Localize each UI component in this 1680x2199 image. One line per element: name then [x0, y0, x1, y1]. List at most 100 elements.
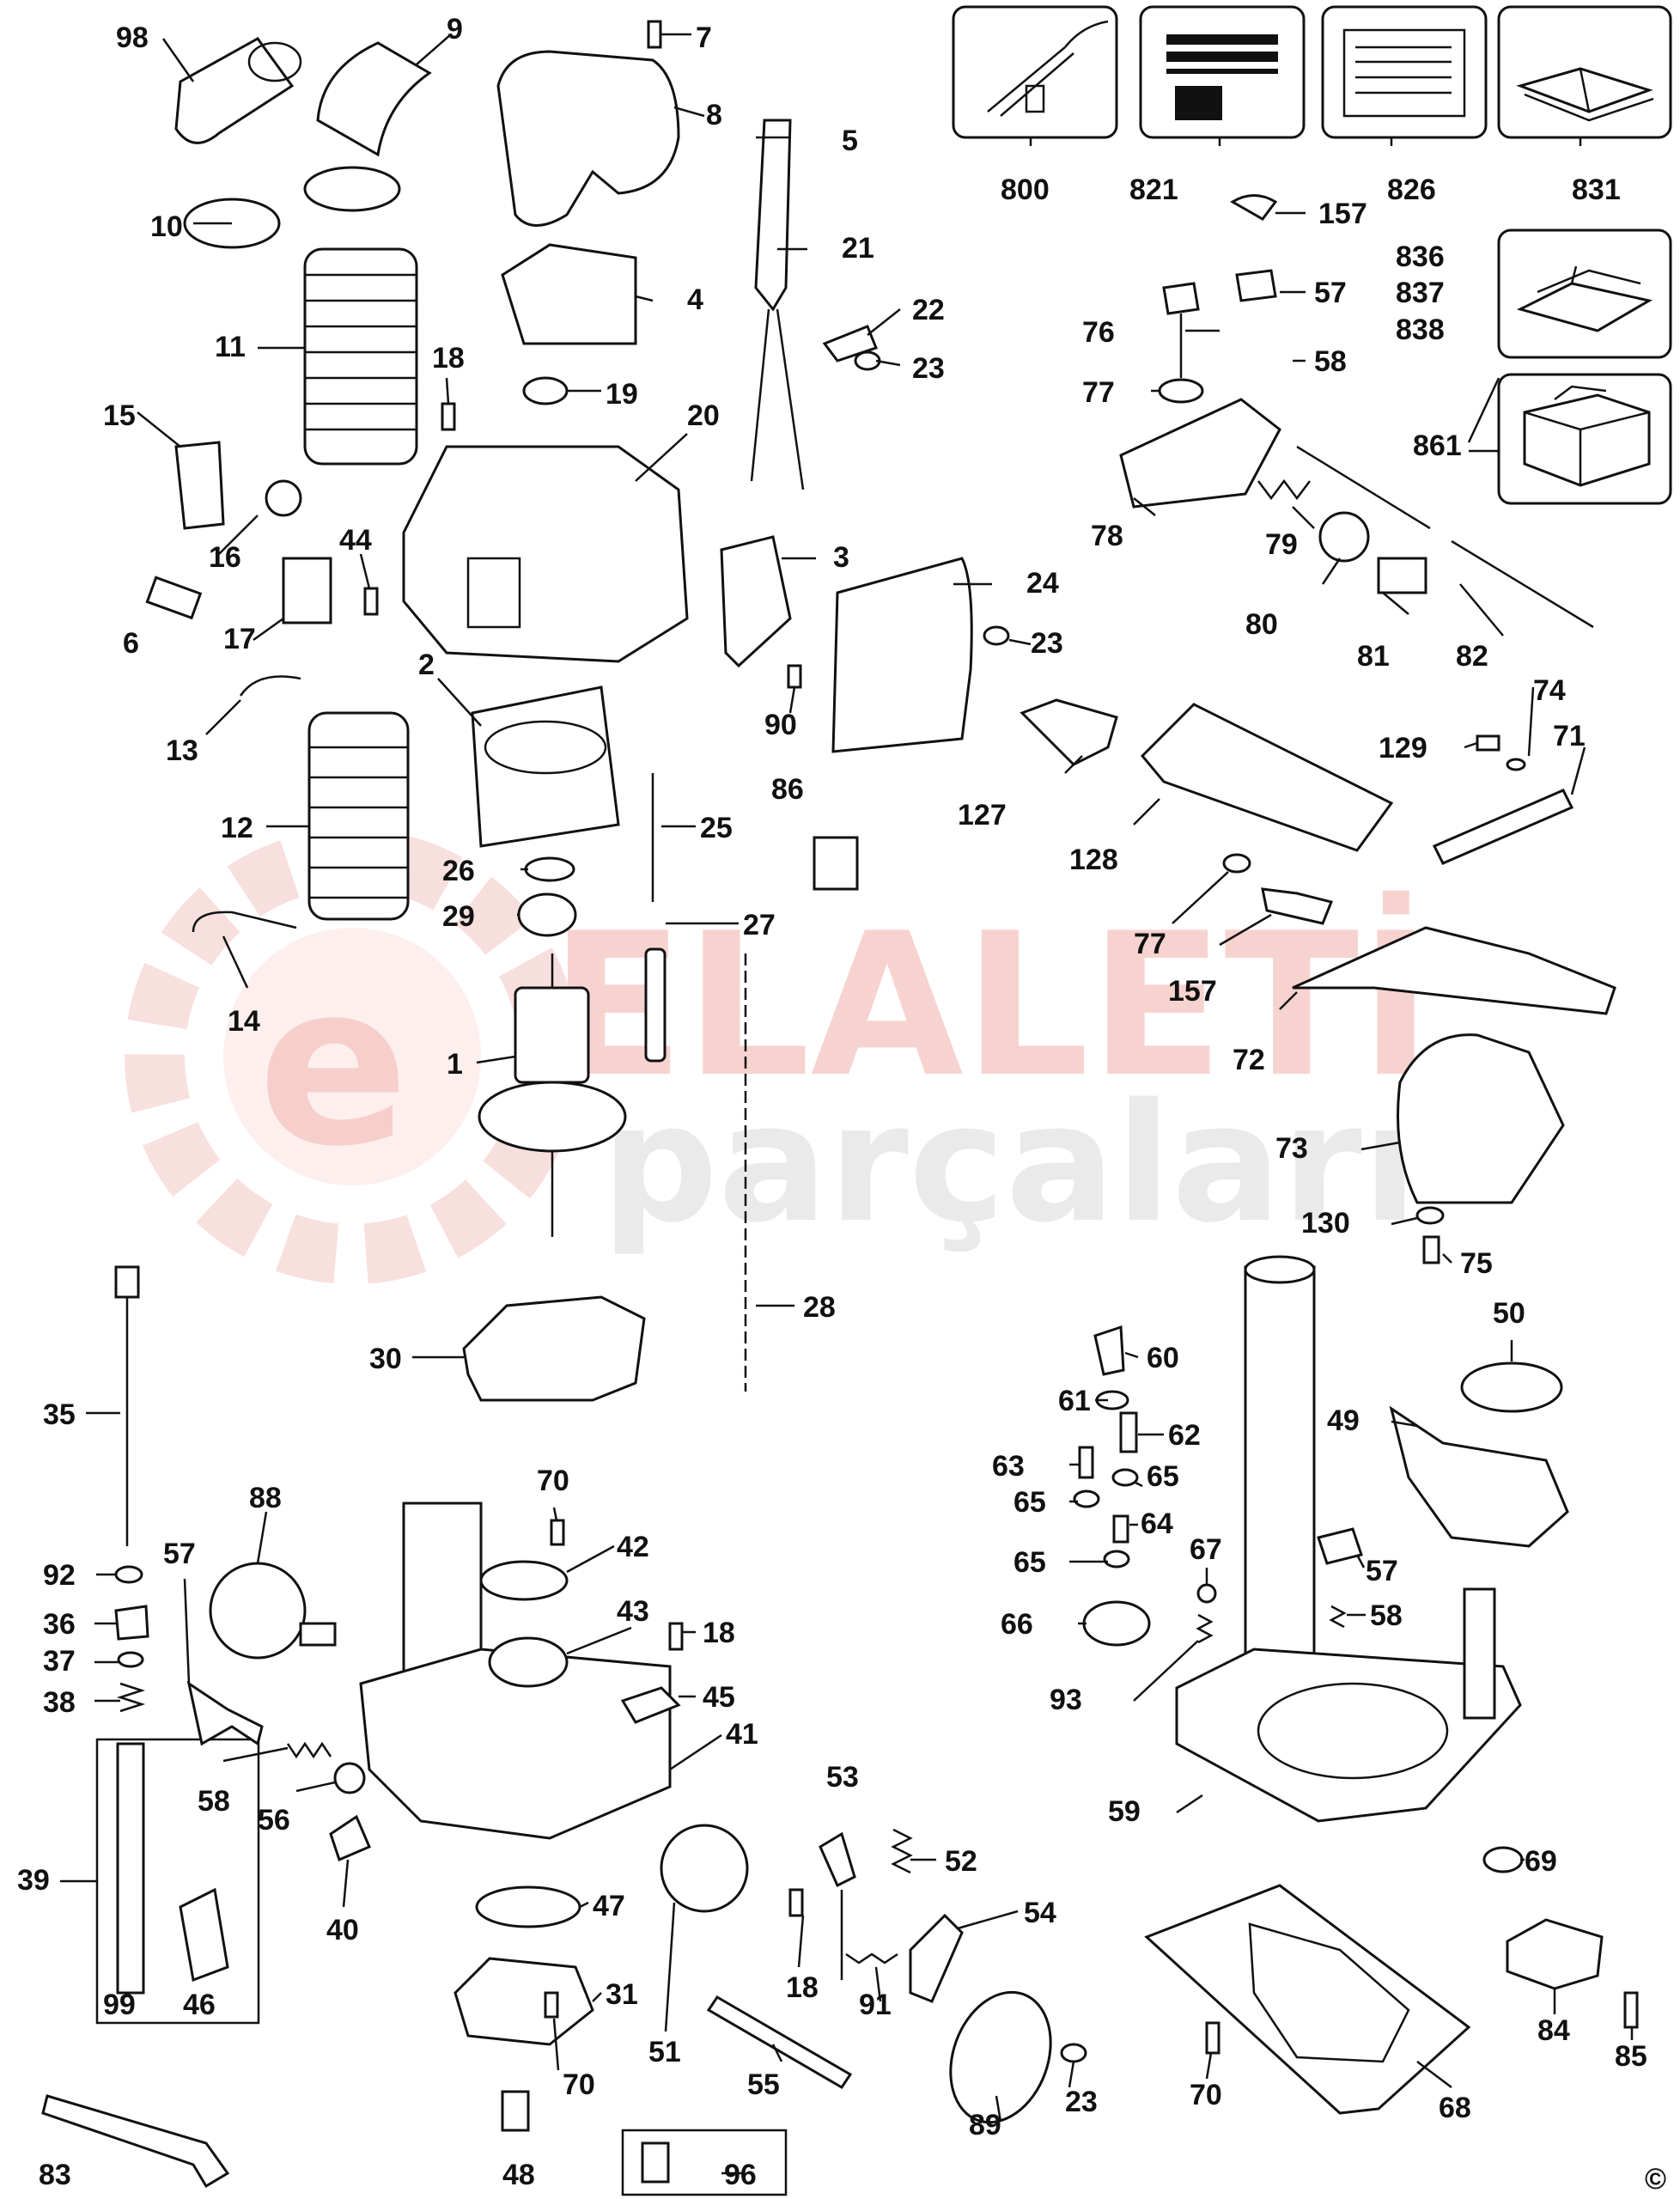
label-70c: 70	[1190, 2079, 1222, 2111]
label-39: 39	[17, 1864, 50, 1897]
label-57c: 57	[1366, 1555, 1398, 1587]
label-800: 800	[1001, 174, 1050, 206]
label-63: 63	[992, 1450, 1025, 1483]
label-25: 25	[700, 812, 733, 844]
box-96	[621, 2129, 788, 2196]
label-55: 55	[747, 2068, 780, 2101]
label-74: 74	[1533, 674, 1566, 707]
label-56: 56	[258, 1804, 290, 1837]
label-48: 48	[502, 2159, 535, 2191]
label-66: 66	[1001, 1608, 1033, 1641]
label-17: 17	[223, 623, 256, 655]
label-836: 836	[1396, 241, 1445, 273]
label-70b: 70	[563, 2068, 595, 2101]
label-28: 28	[803, 1291, 836, 1324]
label-98: 98	[116, 21, 149, 54]
label-57b: 57	[1314, 277, 1347, 309]
label-89: 89	[969, 2109, 1001, 2141]
label-41: 41	[726, 1718, 758, 1751]
label-58c: 58	[1370, 1599, 1403, 1632]
label-77a: 77	[1082, 376, 1115, 409]
label-51: 51	[648, 2036, 681, 2068]
label-26: 26	[442, 855, 475, 887]
label-37: 37	[43, 1645, 76, 1678]
label-79: 79	[1265, 528, 1298, 561]
label-85: 85	[1615, 2040, 1647, 2073]
label-88: 88	[249, 1482, 282, 1514]
label-19: 19	[606, 378, 638, 411]
label-42: 42	[617, 1531, 649, 1563]
label-58a: 58	[198, 1785, 230, 1818]
box-826	[1321, 5, 1488, 139]
watermark: e ELALETİ parçaları	[125, 829, 1433, 1284]
watermark-subtitle: parçaları	[601, 1069, 1418, 1258]
label-77b: 77	[1134, 928, 1166, 960]
watermark-logo-letter: e	[258, 936, 409, 1196]
copyright-mark: ©	[1645, 2163, 1666, 2196]
label-92: 92	[43, 1559, 76, 1592]
label-821: 821	[1129, 174, 1178, 206]
label-47: 47	[593, 1890, 625, 1922]
label-29: 29	[442, 900, 475, 933]
label-70a: 70	[537, 1465, 569, 1497]
label-60: 60	[1147, 1342, 1179, 1374]
leader-lines	[60, 33, 1634, 2175]
label-838: 838	[1396, 314, 1445, 346]
label-837: 837	[1396, 277, 1445, 309]
label-90: 90	[764, 709, 797, 741]
label-5: 5	[842, 125, 858, 157]
label-82: 82	[1456, 640, 1488, 673]
label-68: 68	[1439, 2092, 1471, 2124]
label-129: 129	[1379, 732, 1427, 764]
label-81: 81	[1357, 640, 1390, 673]
label-49: 49	[1327, 1404, 1360, 1437]
label-7: 7	[696, 21, 712, 54]
label-50: 50	[1493, 1297, 1525, 1330]
label-11: 11	[215, 331, 246, 363]
label-157a: 157	[1318, 198, 1367, 230]
label-75: 75	[1460, 1247, 1493, 1280]
label-57a: 57	[163, 1538, 196, 1570]
label-23c: 23	[1065, 2086, 1098, 2118]
label-52: 52	[945, 1845, 977, 1878]
label-130: 130	[1301, 1207, 1350, 1240]
label-45: 45	[703, 1681, 735, 1714]
label-53: 53	[826, 1761, 859, 1794]
label-9: 9	[447, 13, 463, 46]
label-31: 31	[606, 1978, 638, 2011]
label-96: 96	[724, 2159, 757, 2191]
label-23a: 23	[912, 352, 945, 385]
label-22: 22	[912, 294, 945, 326]
label-13: 13	[166, 734, 198, 767]
label-20: 20	[687, 399, 720, 432]
label-84: 84	[1537, 2014, 1570, 2047]
label-6: 6	[123, 627, 139, 660]
label-30: 30	[369, 1343, 402, 1375]
label-58b: 58	[1314, 345, 1347, 378]
label-18b: 18	[703, 1617, 735, 1649]
label-10: 10	[150, 210, 183, 243]
label-44: 44	[339, 524, 372, 557]
label-27: 27	[743, 909, 776, 941]
label-18a: 18	[432, 342, 465, 375]
label-861: 861	[1413, 429, 1462, 462]
label-1: 1	[447, 1048, 463, 1081]
label-83: 83	[39, 2159, 71, 2191]
accessory-boxes	[952, 5, 1672, 505]
label-61: 61	[1058, 1385, 1091, 1417]
watermark-brand: ELALETİ	[550, 890, 1433, 1121]
label-73: 73	[1275, 1132, 1308, 1165]
label-99: 99	[103, 1989, 136, 2021]
label-831: 831	[1572, 174, 1621, 206]
label-4: 4	[687, 283, 703, 316]
label-3: 3	[833, 541, 849, 574]
label-65b: 65	[1013, 1486, 1046, 1519]
label-62: 62	[1168, 1419, 1201, 1452]
label-12: 12	[221, 812, 253, 844]
label-65a: 65	[1147, 1460, 1179, 1493]
label-21: 21	[842, 232, 874, 265]
label-15: 15	[103, 399, 136, 432]
label-38: 38	[43, 1686, 76, 1719]
label-72: 72	[1233, 1044, 1265, 1076]
